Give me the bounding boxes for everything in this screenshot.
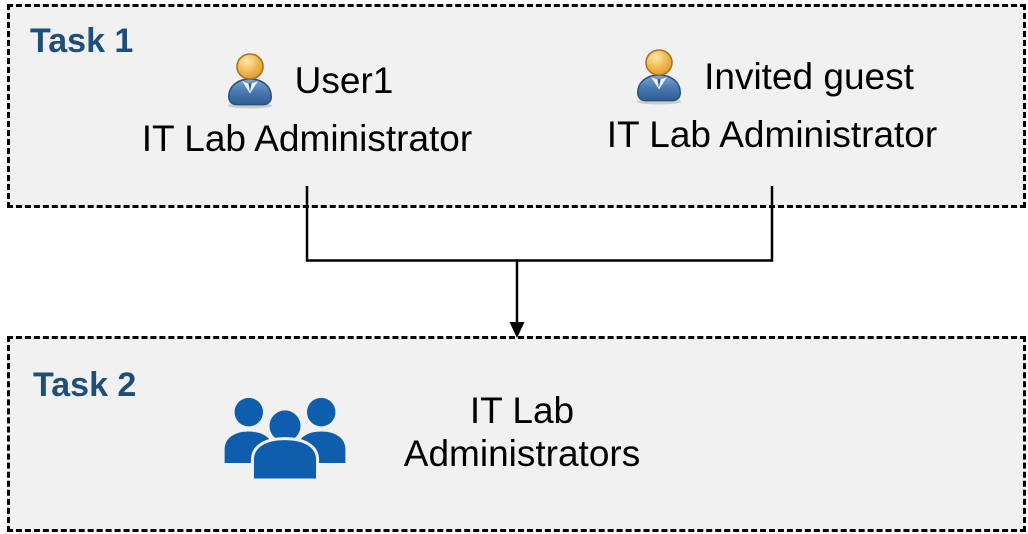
entity-role: IT Lab Administrator <box>141 118 473 159</box>
task2-label: Task 2 <box>33 366 137 404</box>
person-icon <box>636 49 682 105</box>
group-name: IT Lab Administrators <box>332 389 712 475</box>
entity-user1-header: User1 <box>117 52 497 110</box>
entity-invited-guest-header: Invited guest <box>582 48 962 106</box>
task2-box: Task 2 IT Lab Administrators <box>7 336 1026 532</box>
entity-invited-guest: Invited guest IT Lab Administrator <box>582 48 962 156</box>
entity-role: IT Lab Administrator <box>606 114 938 155</box>
entity-name: Invited guest <box>704 55 914 97</box>
entity-name: User1 <box>294 59 394 101</box>
entity-user1: User1 IT Lab Administrator <box>117 52 497 160</box>
group-name-line2: Administrators <box>403 433 641 474</box>
group-name-line1: IT Lab <box>469 390 575 431</box>
task1-label: Task 1 <box>30 22 134 60</box>
task1-box: Task 1 <box>7 4 1026 208</box>
person-icon <box>227 53 272 109</box>
people-group-icon <box>224 397 346 482</box>
